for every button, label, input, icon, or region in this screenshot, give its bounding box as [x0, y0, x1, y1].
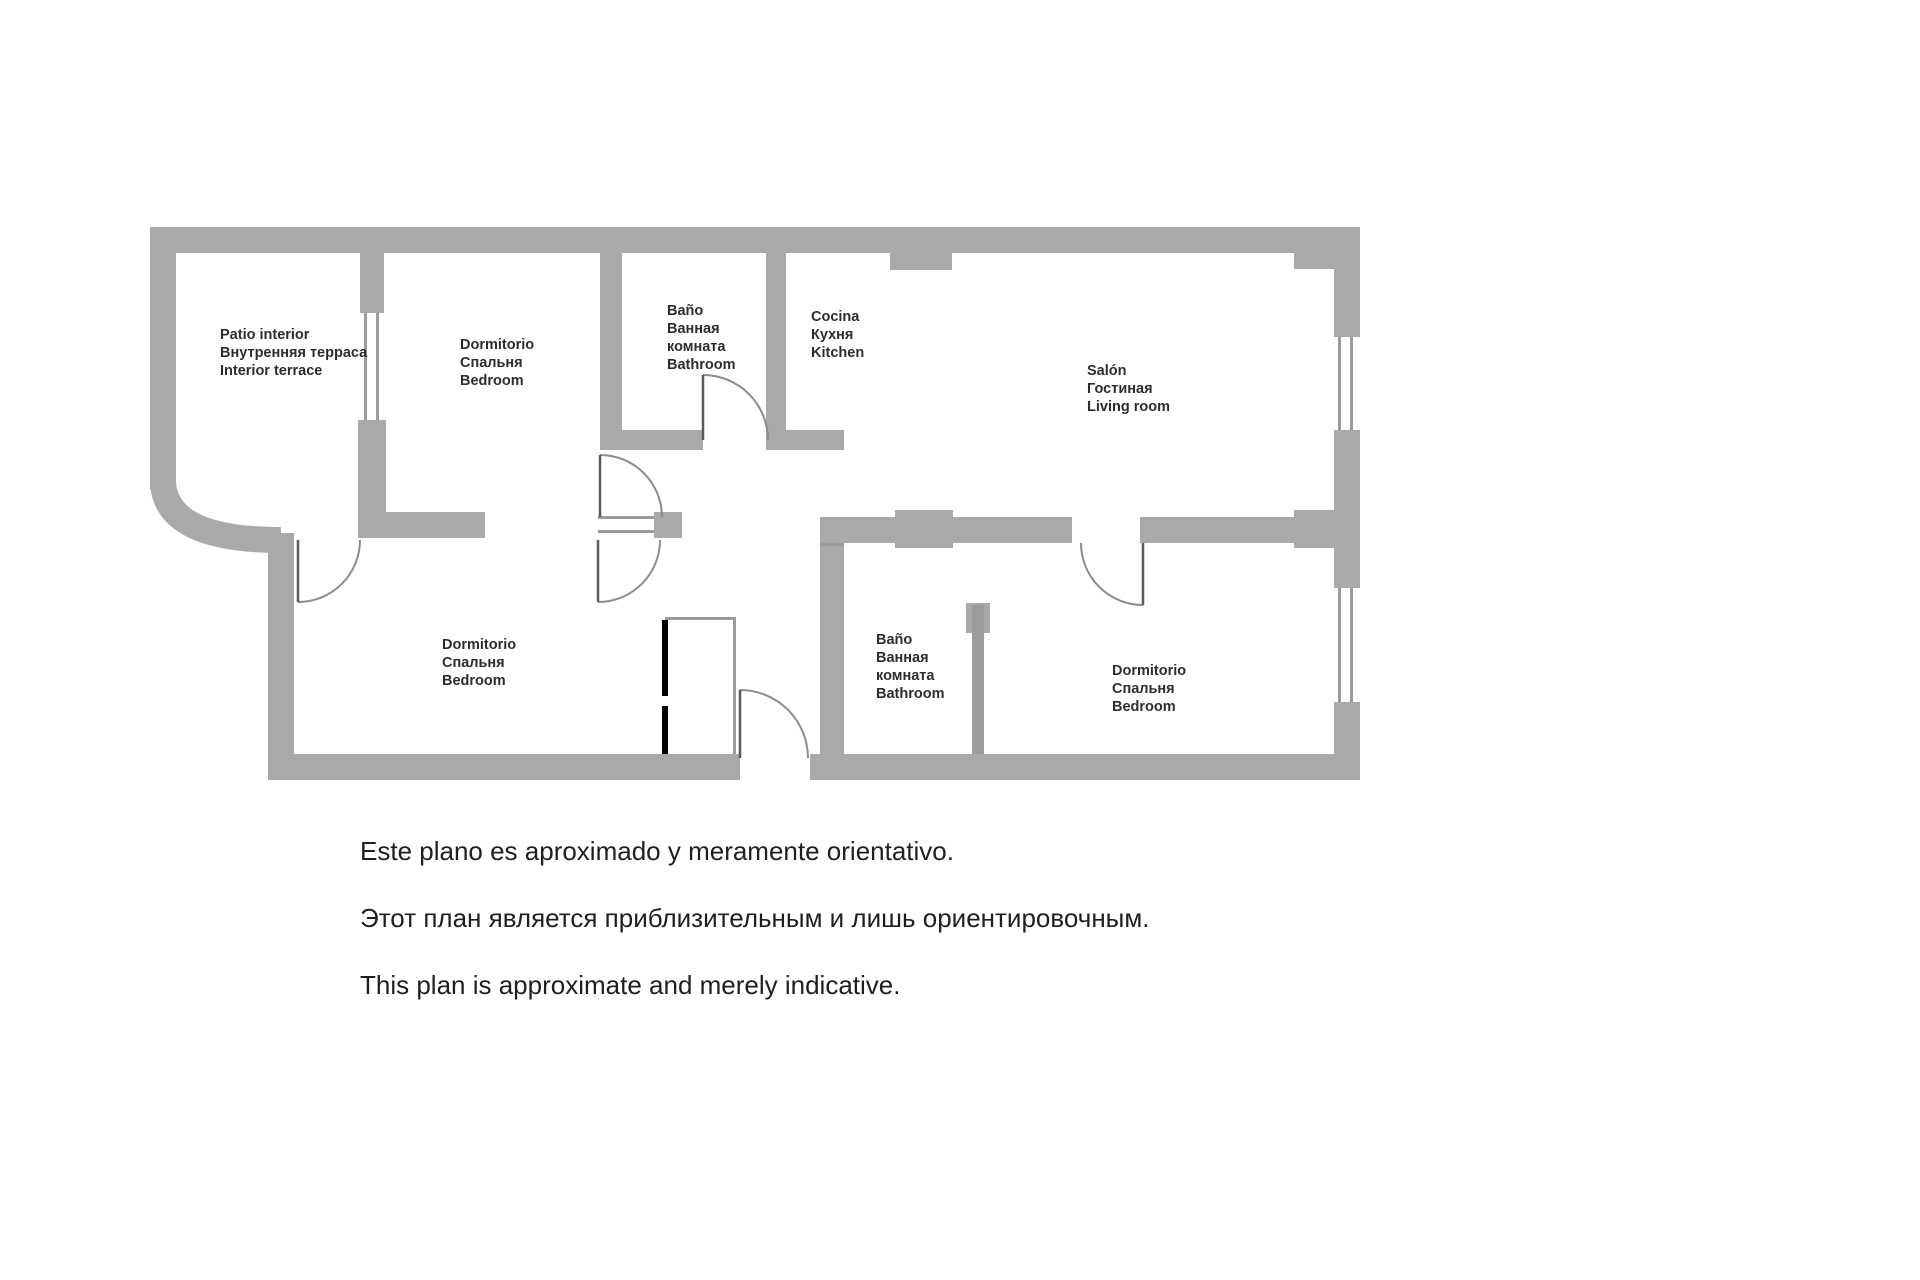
door-frame — [598, 530, 654, 533]
room-label-line: Cocina — [811, 309, 860, 325]
wall — [268, 754, 740, 780]
wall — [766, 430, 844, 450]
room-label-line: Спальня — [442, 655, 505, 671]
door-arc — [739, 689, 809, 759]
disclaimer-es: Este plano es aproximado y meramente ori… — [360, 836, 954, 866]
disclaimer-ru: Этот план является приблизительным и лиш… — [360, 903, 1150, 933]
door-leaf-black — [662, 706, 668, 754]
room-label-bedroom-top: Dormitorio Спальня Bedroom — [460, 336, 534, 390]
room-label-bedroom-bottom-right: Dormitorio Спальня Bedroom — [1112, 662, 1186, 716]
window — [1338, 337, 1341, 430]
door-frame — [598, 516, 654, 519]
room-label-line: Гостиная — [1087, 381, 1153, 397]
room-label-line: Interior terrace — [220, 363, 323, 379]
room-label-line: Dormitorio — [1112, 663, 1187, 679]
thin-wall — [665, 617, 736, 620]
room-label-line: Patio interior — [220, 327, 310, 343]
pillar — [1294, 510, 1334, 548]
room-label-line: Bathroom — [667, 357, 736, 373]
wall — [150, 227, 176, 490]
room-label-line: Dormitorio — [460, 337, 535, 353]
room-label-line: комната — [667, 339, 726, 355]
wall — [268, 533, 294, 754]
room-label-line: Ванная — [667, 321, 720, 337]
window — [364, 313, 367, 420]
room-label-line: Ванная — [876, 650, 929, 666]
door-arc — [702, 374, 769, 441]
wall — [1334, 430, 1360, 588]
door-arc — [1080, 542, 1144, 606]
pillar — [1294, 253, 1334, 269]
wall — [766, 253, 786, 440]
wall — [358, 512, 485, 538]
pillar — [895, 510, 953, 548]
room-label-line: комната — [876, 668, 935, 684]
room-label-line: Baño — [876, 632, 913, 648]
room-label-line: Кухня — [811, 327, 854, 343]
door-arc — [597, 539, 661, 603]
thin-wall — [733, 617, 736, 754]
doors — [296, 374, 1145, 759]
room-label-line: Salón — [1087, 363, 1127, 379]
interior-walls — [358, 253, 1334, 754]
room-label-line: Bedroom — [442, 673, 506, 689]
wall — [600, 430, 703, 450]
room-label-line: Спальня — [460, 355, 523, 371]
room-label-bedroom-bottom-left: Dormitorio Спальня Bedroom — [442, 636, 516, 690]
wall — [654, 512, 682, 538]
vestibule — [662, 617, 736, 754]
window — [1338, 588, 1341, 702]
wall — [820, 517, 844, 754]
room-label-line: Bedroom — [460, 373, 524, 389]
window — [1350, 337, 1353, 430]
room-label-line: Bedroom — [1112, 699, 1176, 715]
window — [376, 313, 379, 420]
door-arc — [297, 539, 361, 603]
door-leaf-black — [662, 620, 668, 696]
room-label-line: Bathroom — [876, 686, 945, 702]
disclaimer-en: This plan is approximate and merely indi… — [360, 970, 901, 1000]
wall — [810, 754, 1360, 780]
pillar — [890, 253, 952, 270]
door-frame — [820, 543, 844, 546]
door-arc — [599, 454, 663, 518]
room-label-line: Dormitorio — [442, 637, 517, 653]
outer-walls — [150, 227, 1360, 780]
room-label-line: Baño — [667, 303, 704, 319]
room-label-living-room: Salón Гостиная Living room — [1087, 362, 1170, 416]
room-label-bathroom-bottom: Baño Ванная комната Bathroom — [876, 631, 944, 703]
room-label-line: Living room — [1087, 399, 1170, 415]
room-label-line: Спальня — [1112, 681, 1175, 697]
room-label-bathroom-top: Baño Ванная комната Bathroom — [667, 302, 735, 374]
room-label-kitchen: Cocina Кухня Kitchen — [811, 308, 864, 362]
wall — [600, 253, 622, 433]
room-label-patio-interior: Patio interior Внутренняя терраса Interi… — [220, 326, 367, 380]
window — [1350, 588, 1353, 702]
wall — [360, 253, 384, 313]
thin-wall — [972, 605, 984, 754]
room-label-line: Внутренняя терраса — [220, 345, 368, 361]
windows — [364, 313, 1353, 702]
room-label-line: Kitchen — [811, 345, 865, 361]
wall — [1334, 227, 1360, 337]
curved-wall — [150, 479, 282, 553]
wall — [150, 227, 1360, 253]
